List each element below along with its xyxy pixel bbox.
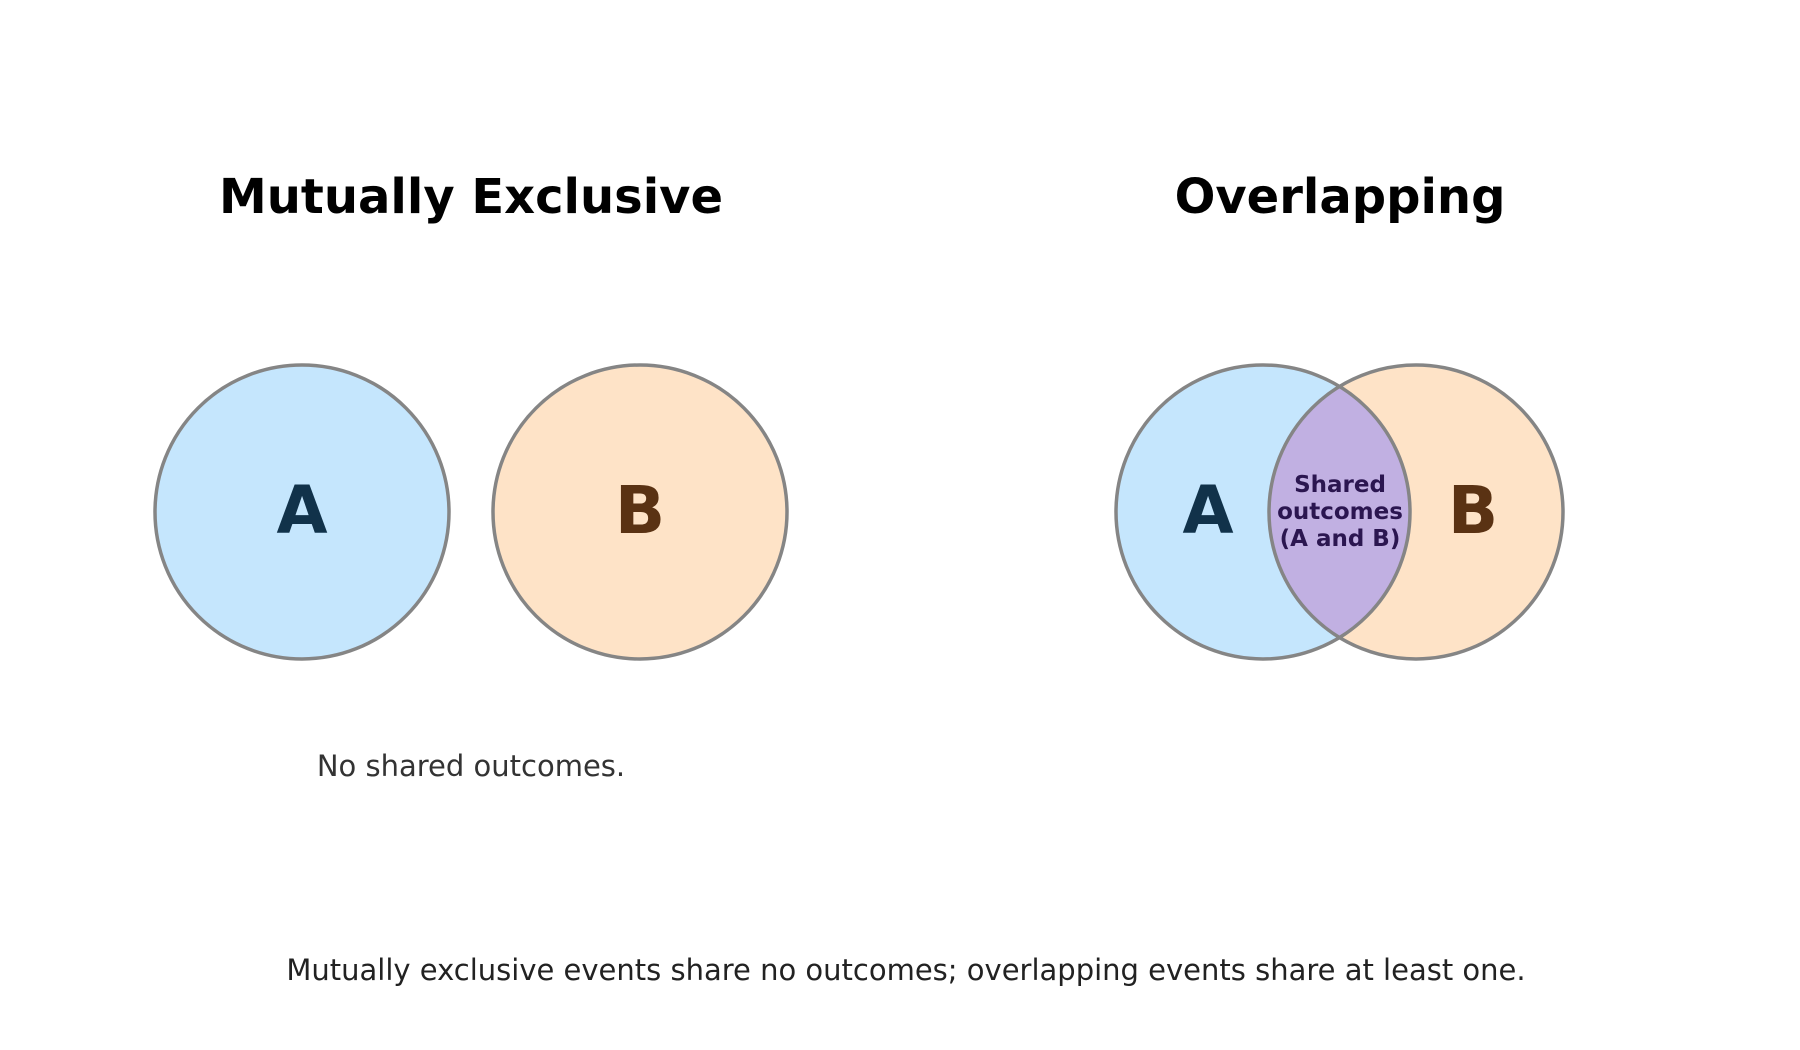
- overlapping-label-b: B: [1448, 472, 1498, 549]
- intersection-label-line-1: Shared: [1294, 472, 1386, 498]
- exclusive-label-b: B: [615, 472, 665, 549]
- intersection-label-line-3: (A and B): [1280, 526, 1401, 552]
- exclusive-panel-title: Mutually Exclusive: [219, 169, 723, 225]
- exclusive-label-a: A: [276, 472, 327, 549]
- exclusive-circle-a: [153, 363, 451, 661]
- exclusive-panel: Mutually Exclusive A B No shared outcome…: [153, 169, 789, 783]
- intersection-region: [1269, 365, 1410, 659]
- overlapping-circle-b-outline: [1267, 363, 1565, 661]
- intersection-label-line-2: outcomes: [1277, 499, 1403, 525]
- overlapping-circle-a-outline: [1114, 363, 1412, 661]
- figure-caption: Mutually exclusive events share no outco…: [286, 953, 1525, 987]
- overlapping-label-a: A: [1182, 472, 1233, 549]
- exclusive-circle-b: [491, 363, 789, 661]
- exclusive-panel-note: No shared outcomes.: [317, 749, 625, 783]
- overlapping-panel-title: Overlapping: [1175, 169, 1506, 225]
- overlapping-panel: Overlapping A B Shared outcomes (A and B…: [1114, 169, 1565, 661]
